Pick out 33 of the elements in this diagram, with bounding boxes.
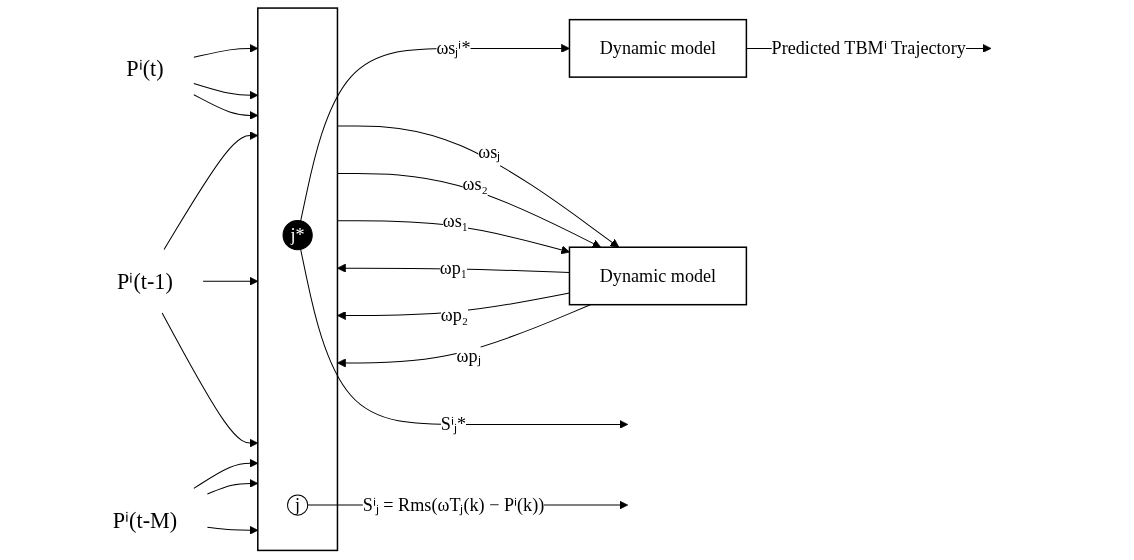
edge-label: Predicted TBMⁱ Trajectory — [771, 37, 966, 58]
edge-label: ωsⱼ — [478, 141, 501, 162]
node-circle: j — [287, 494, 309, 516]
arrow — [193, 82, 259, 100]
node-circle: j* — [282, 220, 313, 251]
edge-label: ωsⱼⁱ* — [436, 37, 471, 58]
node-box: Dynamic model — [568, 18, 748, 78]
edge-label: ωpⱼ — [456, 345, 481, 367]
arrow — [336, 125, 620, 248]
node-text: Pⁱ(t-1) — [117, 268, 173, 294]
arrow — [300, 248, 629, 429]
arrow — [193, 458, 259, 489]
edge-label: ωp₂ — [440, 304, 469, 325]
arrow — [336, 172, 602, 248]
node-text: Pⁱ(t) — [126, 55, 164, 82]
arrow — [163, 131, 259, 250]
arrow — [300, 43, 570, 222]
node-box: Dynamic model — [568, 246, 748, 306]
node-text: Pⁱ(t-M) — [112, 507, 178, 533]
arrow — [193, 43, 259, 58]
arrow — [161, 312, 259, 448]
edge-label: ωs₁ — [442, 210, 469, 231]
arrow — [206, 478, 259, 495]
edge-label: Sⁱⱼ = Rms(ωTⱼ(k) − Pⁱ(k)) — [362, 494, 545, 515]
arrow — [206, 525, 259, 535]
edge-label: Sⁱⱼ* — [440, 413, 467, 434]
cluster — [257, 7, 339, 552]
arrow — [202, 276, 259, 286]
arrow — [336, 220, 570, 255]
edge-label: ωs₂ — [462, 173, 488, 194]
edge-label: ωp₁ — [439, 257, 468, 278]
arrow — [337, 304, 591, 368]
arrow — [193, 94, 259, 120]
